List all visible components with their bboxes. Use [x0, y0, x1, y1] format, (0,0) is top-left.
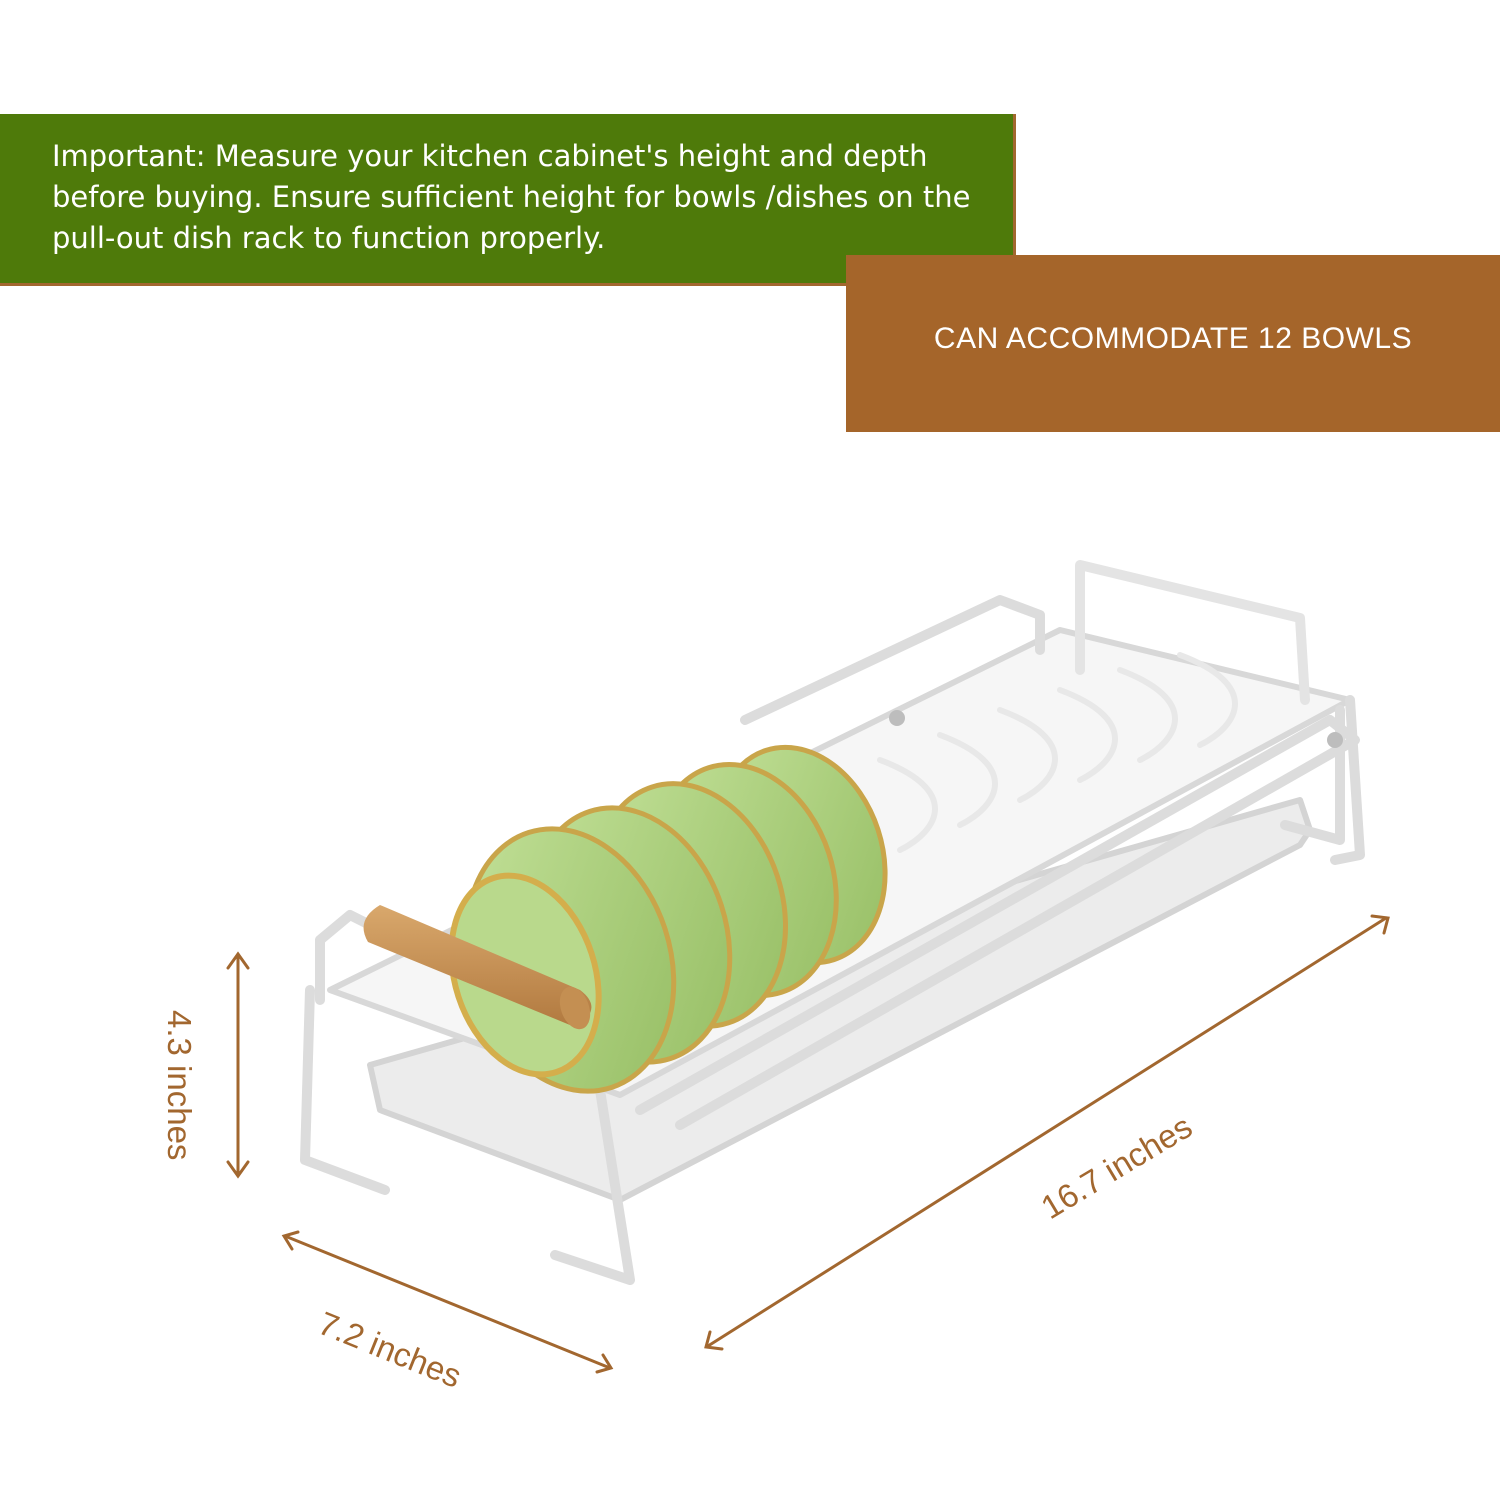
- capacity-text: CAN ACCOMMODATE 12 BOWLS: [933, 322, 1413, 355]
- rear-handle: [1075, 560, 1310, 705]
- dimension-width: [281, 1230, 614, 1374]
- important-notice-text: Important: Measure your kitchen cabinet'…: [52, 139, 971, 255]
- wooden-handle: [363, 905, 592, 1030]
- side-rail: [635, 715, 1360, 1130]
- capacity-banner: CAN ACCOMMODATE 12 BOWLS: [846, 255, 1500, 432]
- back-rail: [740, 595, 1045, 725]
- dimension-height: [226, 951, 250, 1179]
- height-label: 4.3 inches: [161, 1010, 198, 1160]
- front-legs: [300, 985, 635, 1285]
- screw: [1327, 732, 1343, 748]
- important-notice-banner: Important: Measure your kitchen cabinet'…: [0, 114, 1016, 286]
- width-label: 7.2 inches: [313, 1304, 466, 1395]
- wire-dividers: [877, 652, 1238, 853]
- dimension-length: [704, 914, 1390, 1351]
- screw: [889, 710, 905, 726]
